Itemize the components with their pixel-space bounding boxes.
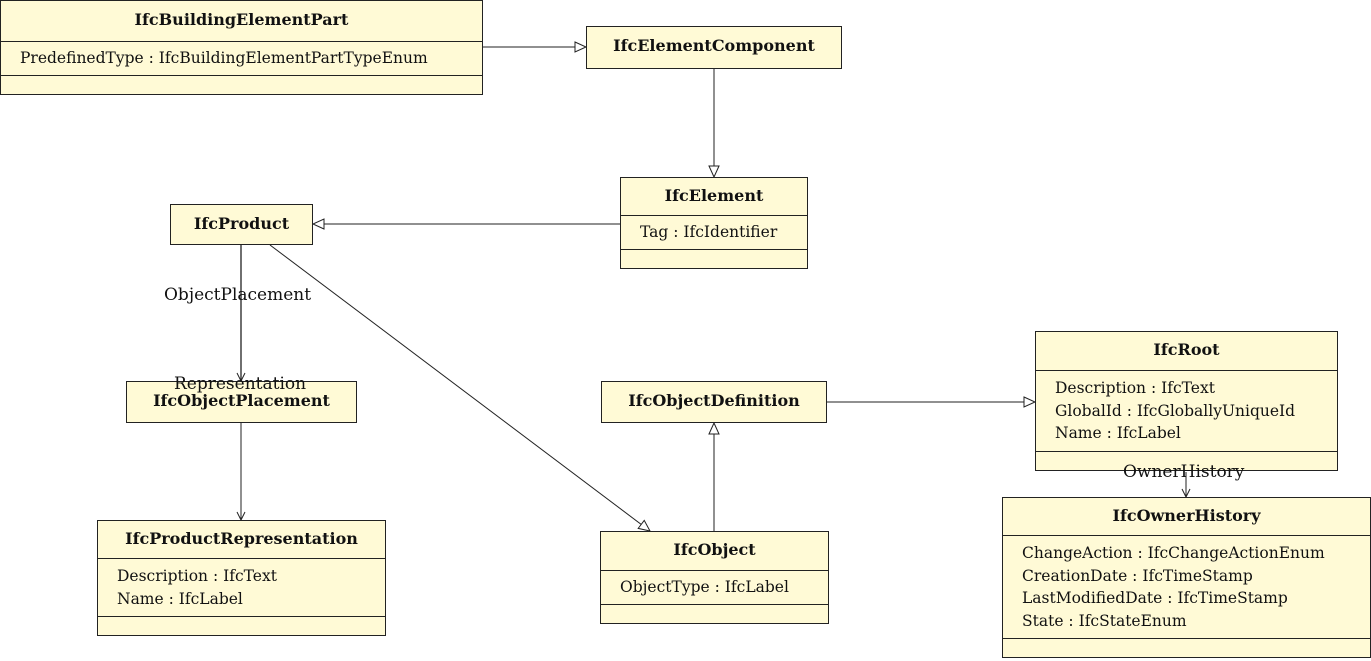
attribute: Tag : IfcIdentifier [640,223,778,241]
class-ifcelement[interactable]: IfcElement Tag : IfcIdentifier [620,177,808,269]
class-name: IfcProductRepresentation [125,529,358,548]
operation-compartment [1003,638,1370,657]
association-label-object-placement: ObjectPlacement [164,285,312,305]
attribute: GlobalId : IfcGloballyUniqueId [1055,401,1296,420]
class-ifcproductrepresentation[interactable]: IfcProductRepresentation Description : I… [97,520,386,636]
class-ifcbuildingelementpart[interactable]: IfcBuildingElementPart PredefinedType : … [0,0,483,95]
class-name: IfcObjectDefinition [628,391,800,410]
class-ifcroot[interactable]: IfcRoot Description : IfcText GlobalId :… [1035,331,1338,471]
attribute: Name : IfcLabel [117,589,243,608]
association-label-representation: Representation [174,374,307,394]
association-label-owner-history: OwnerHistory [1123,462,1245,482]
attribute: Description : IfcText [117,567,277,585]
attribute: ObjectType : IfcLabel [620,578,789,596]
class-name: IfcElementComponent [613,36,815,55]
attribute: ChangeAction : IfcChangeActionEnum [1022,544,1325,562]
class-ifcobjectdefinition[interactable]: IfcObjectDefinition [601,381,827,423]
attribute-compartment: Description : IfcText GlobalId : IfcGlob… [1036,370,1337,451]
attribute: PredefinedType : IfcBuildingElementPartT… [20,49,428,67]
class-name: IfcBuildingElementPart [134,10,349,29]
attribute: CreationDate : IfcTimeStamp [1022,566,1253,585]
class-ifcobject[interactable]: IfcObject ObjectType : IfcLabel [600,531,829,624]
operation-compartment [1036,450,1337,470]
operation-compartment [1,74,482,94]
class-ifcproduct[interactable]: IfcProduct [170,204,313,245]
attribute: Name : IfcLabel [1055,424,1181,442]
class-name: IfcRoot [1153,340,1220,359]
attribute: LastModifiedDate : IfcTimeStamp [1022,589,1288,607]
operation-compartment [601,603,828,623]
attribute-compartment: ChangeAction : IfcChangeActionEnum Creat… [1003,535,1370,638]
operation-compartment [621,248,807,268]
attribute: State : IfcStateEnum [1022,611,1187,630]
attribute: Description : IfcText [1055,379,1215,397]
class-ifcelementcomponent[interactable]: IfcElementComponent [586,26,842,69]
class-name: IfcObject [673,540,756,559]
class-name: IfcOwnerHistory [1112,506,1261,525]
generalization-product-to-object [269,244,651,532]
class-name: IfcElement [664,186,764,205]
class-ifcownerhistory[interactable]: IfcOwnerHistory ChangeAction : IfcChange… [1002,497,1371,658]
attribute-compartment: PredefinedType : IfcBuildingElementPartT… [1,41,482,75]
operation-compartment [98,616,385,635]
class-name: IfcProduct [193,214,290,233]
class-name: IfcObjectPlacement [153,391,330,410]
attribute-compartment: ObjectType : IfcLabel [601,570,828,604]
class-ifcobjectplacement[interactable]: IfcObjectPlacement [126,381,357,423]
attribute-compartment: Tag : IfcIdentifier [621,215,807,249]
attribute-compartment: Description : IfcText Name : IfcLabel [98,558,385,616]
